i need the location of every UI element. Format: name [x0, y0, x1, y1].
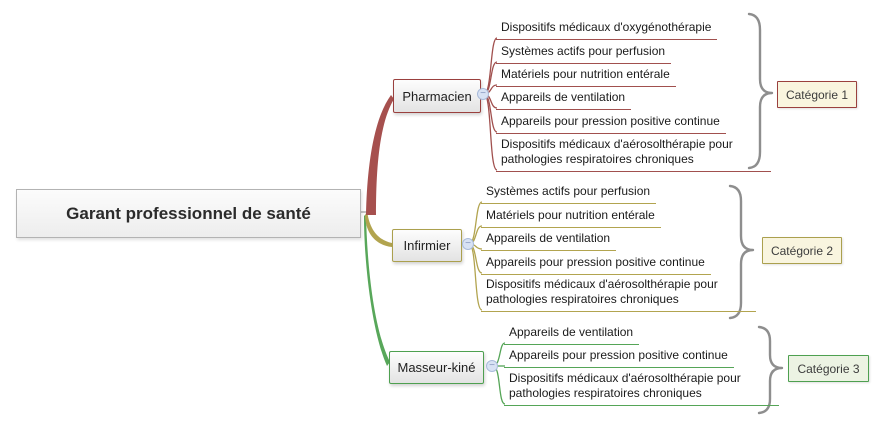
leaf-item[interactable]: Matériels pour nutrition entérale	[481, 208, 661, 228]
branch-node-label: Infirmier	[403, 238, 451, 253]
leaf-item[interactable]: Matériels pour nutrition entérale	[496, 67, 676, 87]
leaf-item[interactable]: Systèmes actifs pour perfusion	[481, 184, 657, 204]
leaf-item[interactable]: Appareils de ventilation	[504, 325, 640, 345]
root-node[interactable]: Garant professionnel de santé	[16, 189, 361, 238]
branch-node-infirmier[interactable]: Infirmier	[392, 229, 462, 262]
leaf-item[interactable]: Appareils de ventilation	[481, 231, 617, 251]
branch-node-label: Pharmacien	[402, 88, 472, 104]
branch-curve-infirmier	[365, 210, 392, 247]
leaf-item[interactable]: Appareils de ventilation	[496, 90, 632, 110]
collapse-toggle-pharmacien[interactable]: −	[477, 88, 489, 100]
category-label-text: Catégorie 3	[797, 361, 860, 376]
leaf-item[interactable]: Dispositifs médicaux d'aérosolthérapie p…	[504, 371, 779, 406]
leaf-item[interactable]: Appareils pour pression positive continu…	[481, 255, 711, 275]
branch-node-pharmacien[interactable]: Pharmacien	[393, 79, 481, 113]
root-node-label: Garant professionnel de santé	[66, 203, 311, 223]
collapse-toggle-masseur-kine[interactable]: −	[486, 360, 498, 372]
branch-curve-masseur-kine	[364, 214, 390, 366]
brace-category-2	[728, 184, 755, 320]
leaf-item[interactable]: Systèmes actifs pour perfusion	[496, 44, 672, 64]
leaf-item[interactable]: Appareils pour pression positive continu…	[496, 114, 726, 134]
branch-node-label: Masseur-kiné	[397, 360, 476, 375]
category-label-text: Catégorie 2	[770, 243, 834, 258]
leaf-item[interactable]: Dispositifs médicaux d'aérosolthérapie p…	[481, 277, 756, 312]
branch-curve-pharmacien	[366, 95, 394, 215]
brace-category-1	[747, 12, 774, 170]
branch-node-masseur-kine[interactable]: Masseur-kiné	[389, 351, 484, 384]
category-label-text: Catégorie 1	[785, 87, 849, 102]
category-label-1[interactable]: Catégorie 1	[777, 81, 857, 108]
leaf-item[interactable]: Dispositifs médicaux d'aérosolthérapie p…	[496, 137, 771, 172]
leaf-item[interactable]: Appareils pour pression positive continu…	[504, 348, 734, 368]
leaf-item[interactable]: Dispositifs médicaux d'oxygénothérapie	[496, 20, 718, 40]
category-label-3[interactable]: Catégorie 3	[788, 355, 869, 382]
brace-category-3	[757, 325, 784, 415]
category-label-2[interactable]: Catégorie 2	[762, 237, 842, 264]
collapse-toggle-infirmier[interactable]: −	[462, 238, 474, 250]
